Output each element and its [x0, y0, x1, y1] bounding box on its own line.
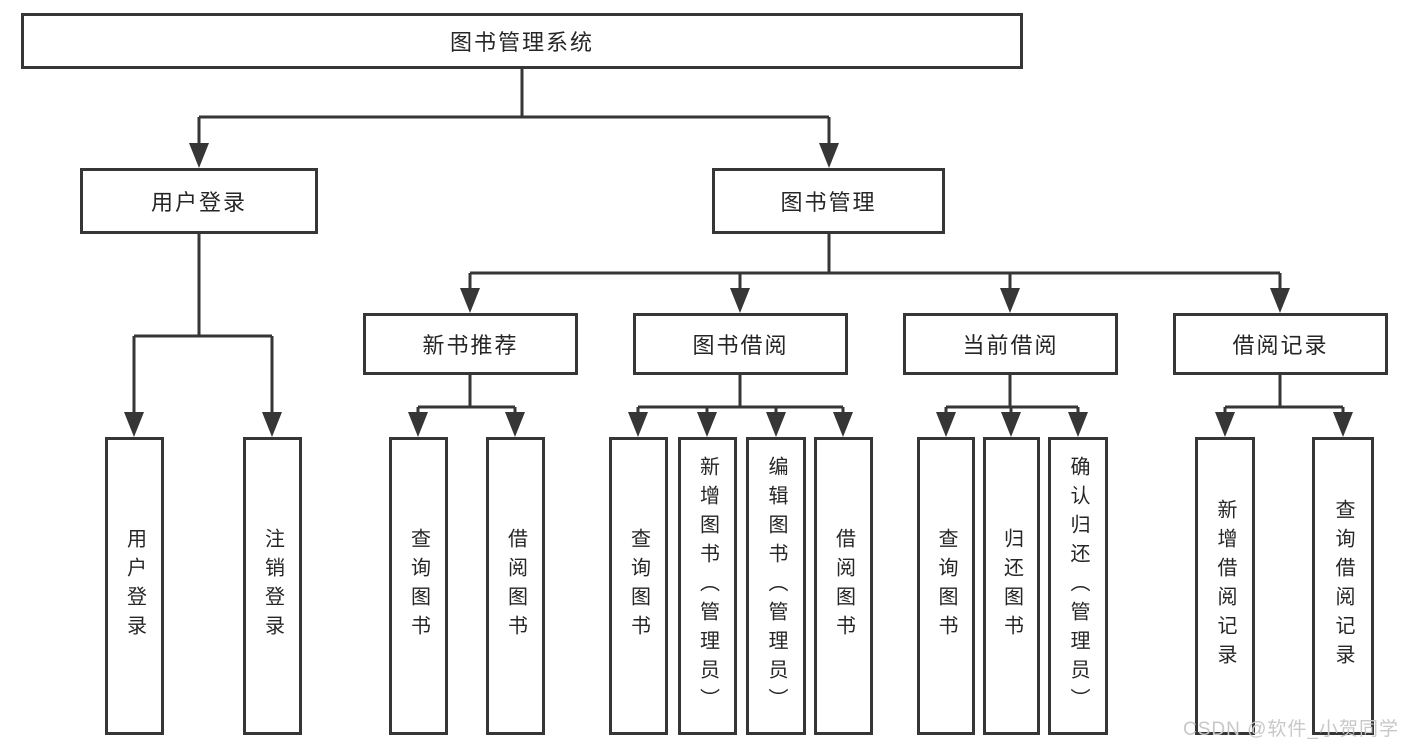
leaf-confirm-return-admin: 确认归还（管理员） [1048, 437, 1108, 735]
arrowhead-icon [1068, 412, 1088, 437]
leaf-query-borrow-record: 查询借阅记录 [1312, 437, 1374, 735]
leaf-add-borrow-record: 新增借阅记录 [1195, 437, 1255, 735]
arrowhead-icon [697, 412, 717, 437]
leaf-add-books-admin-label: 新增图书（管理员） [696, 455, 719, 717]
node-new-book-recommend-label: 新书推荐 [422, 333, 519, 358]
arrowhead-icon [628, 412, 648, 437]
node-borrow-records-label: 借阅记录 [1232, 333, 1329, 358]
node-user-login-label: 用户登录 [150, 190, 247, 215]
arrowhead-icon [819, 143, 839, 168]
leaf-edit-books-admin: 编辑图书（管理员） [746, 437, 806, 735]
leaf-return-books: 归还图书 [983, 437, 1040, 735]
arrowhead-icon [1333, 412, 1353, 437]
leaf-borrow-books-1-label: 借阅图书 [504, 528, 527, 644]
arrowhead-icon [1270, 288, 1290, 313]
arrowhead-icon [124, 412, 144, 437]
node-book-management: 图书管理 [712, 168, 945, 234]
leaf-user-login-label: 用户登录 [123, 528, 146, 644]
leaf-borrow-books-2: 借阅图书 [814, 437, 873, 735]
arrowhead-icon [408, 412, 428, 437]
arrowhead-icon [936, 412, 956, 437]
leaf-query-books-1-label: 查询图书 [407, 528, 430, 644]
node-borrow-records: 借阅记录 [1173, 313, 1388, 375]
leaf-add-books-admin: 新增图书（管理员） [678, 437, 737, 735]
leaf-query-books-3: 查询图书 [917, 437, 975, 735]
node-book-borrow-label: 图书借阅 [692, 333, 789, 358]
arrowhead-icon [505, 412, 525, 437]
node-book-management-label: 图书管理 [780, 190, 877, 215]
node-current-borrow: 当前借阅 [903, 313, 1118, 375]
node-user-login: 用户登录 [80, 168, 318, 234]
leaf-borrow-books-1: 借阅图书 [486, 437, 545, 735]
leaf-logout: 注销登录 [243, 437, 302, 735]
node-root-label: 图书管理系统 [449, 30, 594, 55]
leaf-query-books-1: 查询图书 [389, 437, 448, 735]
node-current-borrow-label: 当前借阅 [962, 333, 1059, 358]
arrowhead-icon [833, 412, 853, 437]
leaf-query-books-3-label: 查询图书 [935, 528, 957, 644]
arrowhead-icon [189, 143, 209, 168]
csdn-watermark: CSDN @软件_小贺同学 [1183, 719, 1399, 740]
node-root: 图书管理系统 [21, 13, 1023, 69]
arrowhead-icon [1215, 412, 1235, 437]
leaf-query-books-2: 查询图书 [609, 437, 668, 735]
node-book-borrow: 图书借阅 [633, 313, 848, 375]
arrowhead-icon [730, 288, 750, 313]
arrowhead-icon [262, 412, 282, 437]
arrowhead-icon [1000, 288, 1020, 313]
leaf-borrow-books-2-label: 借阅图书 [832, 528, 855, 644]
leaf-query-borrow-record-label: 查询借阅记录 [1332, 499, 1354, 673]
arrowhead-icon [766, 412, 786, 437]
arrowhead-icon [1001, 412, 1021, 437]
leaf-add-borrow-record-label: 新增借阅记录 [1214, 499, 1236, 673]
node-new-book-recommend: 新书推荐 [363, 313, 578, 375]
leaf-confirm-return-admin-label: 确认归还（管理员） [1067, 455, 1089, 717]
leaf-query-books-2-label: 查询图书 [627, 528, 650, 644]
leaf-logout-label: 注销登录 [261, 528, 284, 644]
leaf-return-books-label: 归还图书 [1000, 528, 1023, 644]
arrowhead-icon [460, 288, 480, 313]
leaf-user-login: 用户登录 [105, 437, 164, 735]
leaf-edit-books-admin-label: 编辑图书（管理员） [765, 455, 787, 717]
